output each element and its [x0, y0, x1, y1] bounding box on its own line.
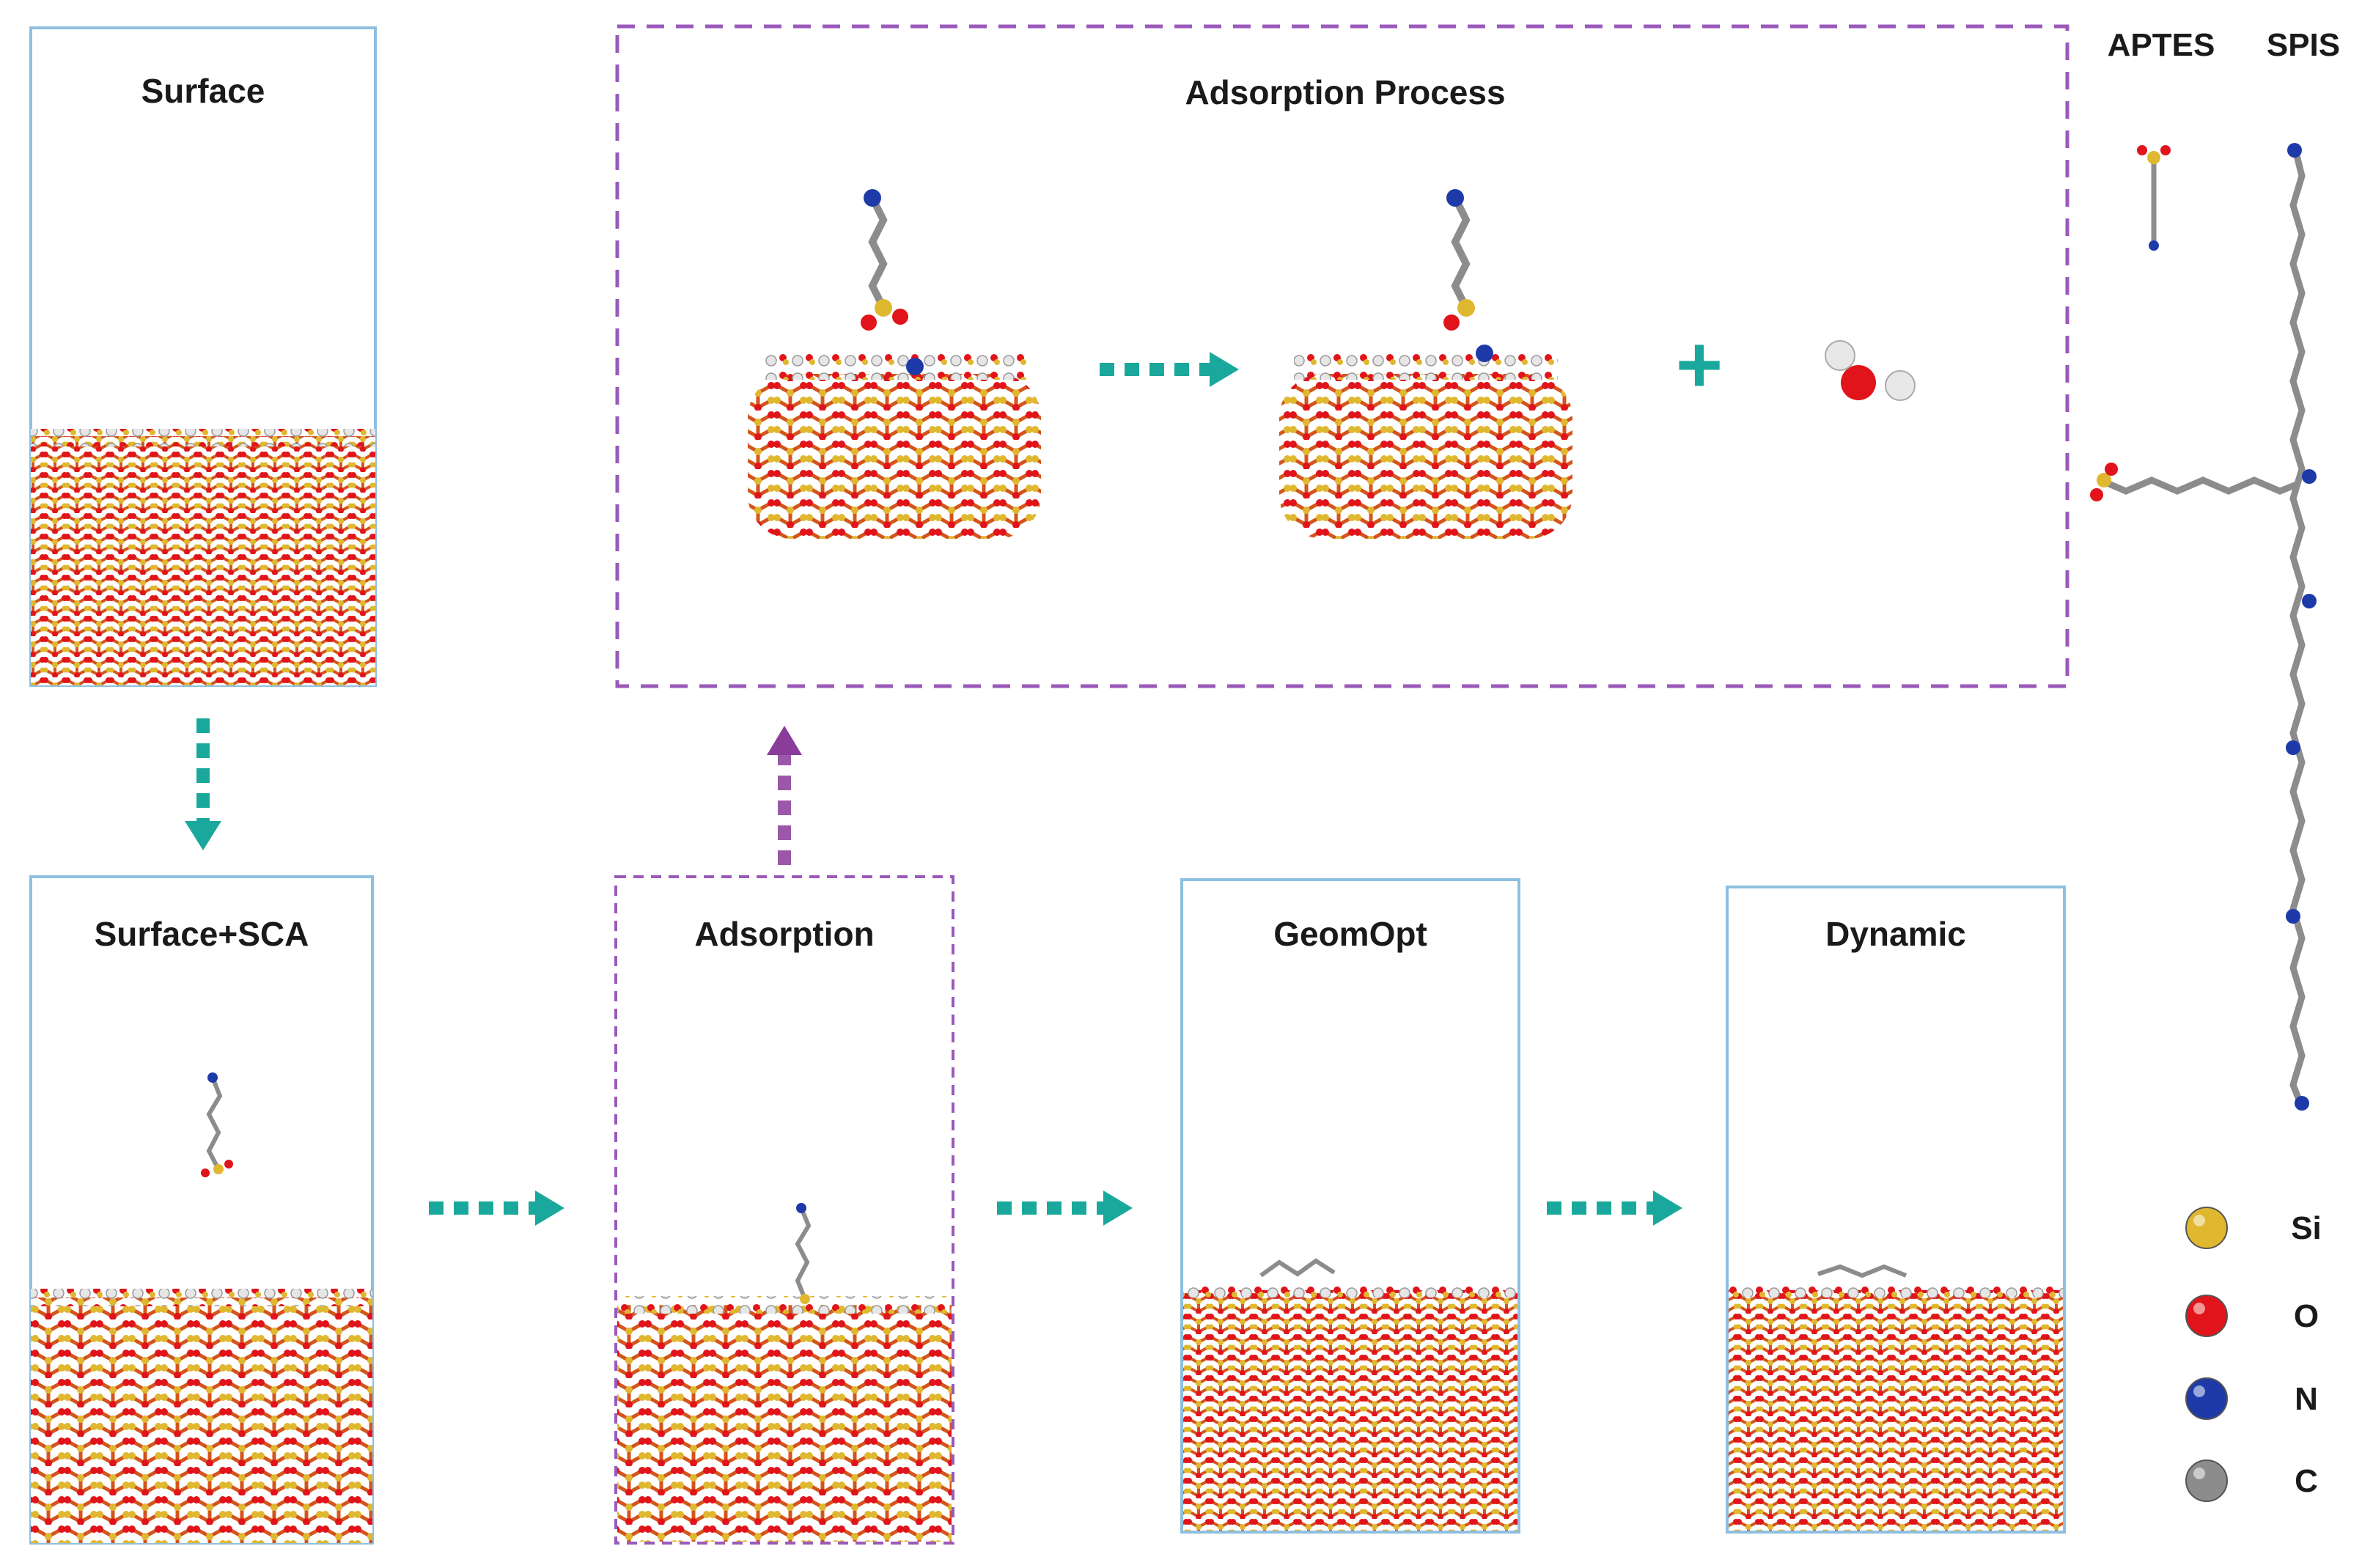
legend-swatch-highlight: [2193, 1468, 2205, 1479]
silica-slab: [1729, 1290, 2063, 1531]
panel-surface-sca-title: Surface+SCA: [95, 915, 309, 953]
spis-molecule: [2090, 143, 2317, 1111]
legend-item-si: Si: [2185, 1207, 2322, 1249]
arrow-up-purple: [767, 726, 802, 865]
silica-slab: [617, 1305, 952, 1542]
arrow-reaction-head: [1210, 352, 1239, 387]
arrow-right-1: [429, 1190, 564, 1226]
sca-molecule: [1817, 1264, 1907, 1278]
legend-item-n: N: [2185, 1377, 2318, 1420]
panel-surface-title: Surface: [141, 72, 265, 110]
panel-geomopt: GeomOpt: [1180, 878, 1520, 1534]
hydroxyl-layer: [31, 429, 375, 446]
hydroxyl-layer: [617, 1296, 952, 1314]
legend-swatch: [2185, 1460, 2228, 1502]
hydroxyl-layer: [1183, 1281, 1517, 1298]
adsorption-process-box: Adsorption Process +: [615, 24, 2069, 688]
sca-molecule: [795, 1203, 812, 1304]
panel-adsorption: Adsorption: [614, 875, 954, 1545]
panel-adsorption-title: Adsorption: [694, 915, 874, 953]
arrow-down-teal: [185, 718, 221, 850]
spis-label: SPIS: [2267, 27, 2340, 63]
hydroxyl-layer: [31, 1289, 372, 1306]
arrow-right-2: [997, 1190, 1133, 1226]
panel-dynamic-title: Dynamic: [1825, 915, 1966, 953]
silica-slab: [1183, 1290, 1517, 1531]
sca-molecule: [1259, 1258, 1336, 1278]
legend-item-o: O: [2185, 1295, 2319, 1337]
water-molecule: [1825, 340, 1916, 401]
legend-swatch-highlight: [2193, 1303, 2205, 1314]
silica-cluster-before: [748, 189, 1041, 539]
silica-cluster-after: [1279, 189, 1572, 539]
sca-molecule: [201, 1072, 233, 1177]
legend-item-c: C: [2185, 1460, 2318, 1502]
legend-label: Si: [2291, 1210, 2322, 1246]
aptes-molecule: [2137, 145, 2171, 251]
aptes-label: APTES: [2108, 27, 2215, 63]
legend-swatch: [2185, 1377, 2228, 1420]
legend-swatch: [2185, 1295, 2228, 1337]
panel-dynamic: Dynamic: [1726, 886, 2066, 1534]
silica-slab: [31, 436, 375, 685]
panel-surface: Surface: [29, 26, 377, 687]
legend-label: N: [2295, 1381, 2318, 1417]
hydroxyl-layer: [1729, 1281, 2063, 1298]
legend-swatch-highlight: [2193, 1385, 2205, 1397]
legend-swatch-highlight: [2193, 1215, 2205, 1226]
arrow-right-3: [1547, 1190, 1682, 1226]
legend-label: O: [2294, 1298, 2319, 1334]
legend-label: C: [2295, 1463, 2318, 1499]
plus-sign: +: [1676, 320, 1723, 410]
panel-geomopt-title: GeomOpt: [1273, 915, 1427, 953]
silica-slab: [31, 1298, 372, 1543]
legend-swatch: [2185, 1207, 2228, 1249]
legend: SiO N C: [2185, 1207, 2322, 1502]
panel-surface-sca: Surface+SCA: [29, 875, 374, 1545]
adsorption-process-title: Adsorption Process: [1185, 73, 1505, 111]
